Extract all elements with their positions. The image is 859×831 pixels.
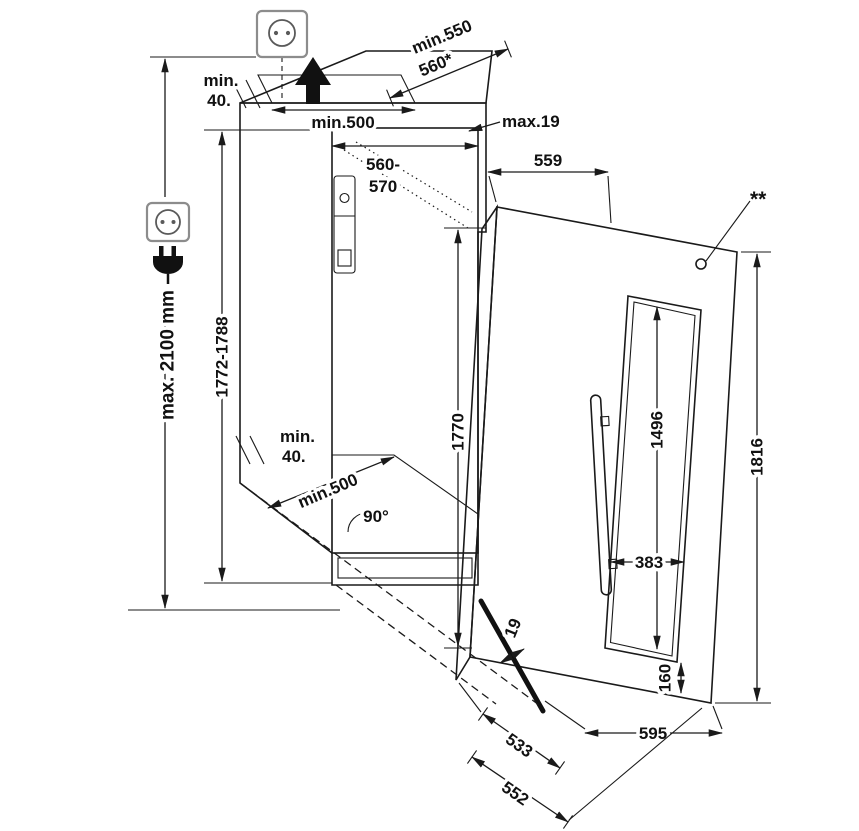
mounting-bracket	[333, 175, 356, 274]
dim-label-depth-without-door: 533	[502, 730, 536, 762]
door-frame	[604, 295, 702, 663]
dim-niche-depth: min.550 560*	[386, 13, 512, 107]
dim-label-front-panel-thickness: max.19	[502, 112, 560, 131]
dim-niche-width: 560- 570	[330, 142, 480, 200]
door-indicator-dot	[695, 258, 707, 270]
alignment-dashed-line	[335, 584, 497, 705]
dim-depth-without-door: 533	[458, 682, 566, 775]
dim-label-niche-width-1: 560-	[366, 155, 400, 174]
note-callout: **	[705, 188, 767, 262]
appliance-drawing	[455, 204, 738, 714]
dotted-alignment-line	[343, 149, 469, 229]
dim-label-top-gap-2: 40.	[207, 91, 231, 110]
dim-label-depth-with-door: 552	[498, 778, 532, 810]
dim-label-vent-width: min.500	[311, 113, 374, 132]
dim-frame-height: 1496	[644, 305, 670, 651]
dim-label-appliance-height: 1770	[449, 413, 468, 451]
dim-top-gap: min. 40.	[200, 68, 261, 114]
dim-frame-bottom-offset: 160	[652, 660, 685, 696]
dim-label-bottom-edge-gap: 19	[501, 616, 526, 641]
airflow-arrow-icon	[295, 57, 331, 104]
door-front-face	[469, 206, 738, 704]
dim-label-frame-bottom-offset: 160	[656, 664, 675, 692]
bracket-screw-hole	[339, 192, 350, 204]
dim-max-height: max. 2100 mm	[128, 56, 340, 611]
dim-right-angle: 90°	[347, 504, 393, 533]
dim-niche-height: 1772-1788	[204, 129, 332, 584]
note-marker: **	[750, 188, 767, 211]
dim-label-max-height: max. 2100 mm	[158, 290, 179, 420]
power-socket-icon	[255, 9, 309, 100]
dim-label-niche-width-2: 570	[369, 177, 397, 196]
dim-label-frame-width: 383	[635, 553, 663, 572]
dim-label-niche-height: 1772-1788	[213, 316, 232, 397]
alignment-dashed-line	[239, 482, 544, 709]
dim-appliance-top-width: 559	[486, 148, 612, 224]
dim-label-door-width: 595	[639, 724, 667, 743]
dim-door-height: 1816	[715, 251, 771, 704]
dim-appliance-height: 1770	[444, 227, 486, 649]
dim-vent-width: min.500	[270, 106, 417, 136]
dim-label-door-height: 1816	[748, 438, 767, 476]
dim-label-floor-depth: min.500	[295, 470, 361, 512]
dim-label-floor-gap-1: min.	[280, 427, 315, 446]
dim-label-top-gap-1: min.	[204, 71, 239, 90]
dim-frame-width: 383	[609, 550, 686, 576]
dim-front-panel-thickness: max.19	[468, 112, 560, 132]
niche-floor	[331, 454, 479, 554]
dim-label-appliance-top-width: 559	[534, 151, 562, 170]
dim-floor-gap: min. 40.	[235, 424, 318, 470]
power-plug-icon	[140, 197, 198, 291]
dim-label-floor-gap-2: 40.	[282, 447, 306, 466]
dim-label-frame-height: 1496	[648, 411, 667, 449]
plinth-band	[337, 557, 473, 579]
dim-door-width: 595	[544, 700, 724, 747]
niche-top-face	[239, 50, 493, 104]
dim-label-right-angle: 90°	[363, 507, 389, 526]
